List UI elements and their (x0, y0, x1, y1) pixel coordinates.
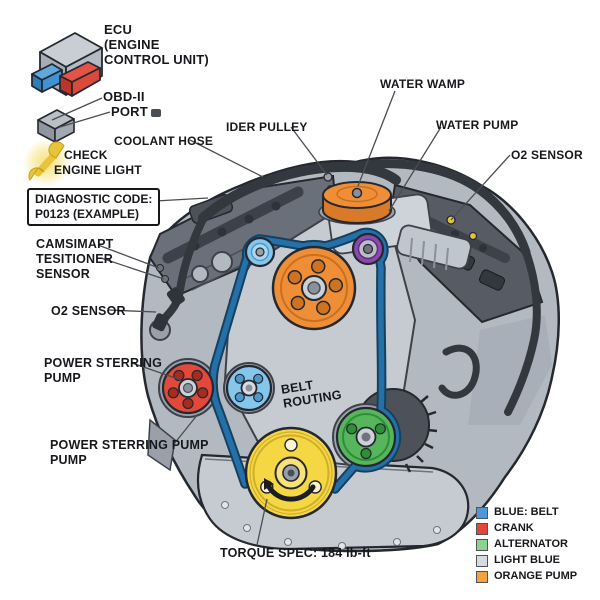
power-steering-label-2: POWER STERRING PUMP PUMP (50, 438, 209, 467)
idler-pulley-label: IDER PULLEY (226, 120, 308, 134)
idler-pulley-part (244, 236, 276, 268)
legend-item-belt: BLUE: BELT (476, 506, 577, 519)
coolant-hose-pipe (198, 161, 401, 223)
o2-hose (160, 211, 209, 323)
legend-swatch-crank (476, 522, 488, 535)
power-steering-pulley (161, 361, 215, 415)
legend-item-lightblue: LIGHT BLUE (476, 554, 577, 567)
water-pump-label: WATER PUMP (436, 118, 519, 132)
leader-cam-1 (97, 244, 160, 269)
leader-o2-right (450, 154, 511, 221)
legend: BLUE: BELT CRANK ALTERNATOR LIGHT BLUE O… (476, 506, 577, 586)
water-pump-cap (318, 181, 396, 225)
check-engine-light-icon (23, 139, 71, 187)
light-blue-pulley (225, 364, 273, 412)
ecu-icon (31, 32, 103, 97)
leader-obd-1 (51, 97, 103, 121)
torque-spec-label: TORQUE SPEC: 184 lb-ft (220, 546, 371, 560)
leader-lines (51, 90, 511, 546)
leader-torque (256, 498, 268, 546)
leader-ps-1 (131, 362, 182, 381)
legend-swatch-belt (476, 506, 488, 519)
o2-sensor-right-label: O2 SENSOR (511, 148, 583, 162)
leader-o2-left (107, 309, 157, 313)
legend-item-crank: CRANK (476, 522, 577, 535)
power-steering-label-1: POWER STERRING PUMP (44, 356, 163, 385)
ecu-label: ECU (ENGINE CONTROL UNIT) (104, 22, 209, 67)
ecu-line3: CONTROL UNIT) (104, 52, 209, 67)
leader-water-pump (388, 126, 442, 212)
leader-water-wamp (357, 90, 396, 187)
idler-target-bolt (323, 172, 333, 182)
legend-item-alternator: ALTERNATOR (476, 538, 577, 551)
leader-coolant-hose (189, 139, 264, 178)
o2-sensor-left-label: O2 SENSOR (51, 304, 126, 318)
rotation-arrow (266, 484, 316, 502)
legend-swatch-alternator (476, 538, 488, 551)
diagnostic-code-title: DIAGNOSTIC CODE: (35, 192, 153, 206)
legend-swatch-orangepump (476, 570, 488, 583)
ecu-line1: ECU (104, 22, 133, 37)
obd-line1: OBD-II (103, 89, 145, 104)
coolant-hose-label: COOLANT HOSE (114, 134, 214, 148)
diagnostic-code-value: P0123 (EXAMPLE) (35, 207, 140, 221)
leader-obd-2 (59, 111, 111, 128)
obd-label: OBD-II PORT (103, 89, 161, 119)
ecu-line2: (ENGINE (104, 37, 160, 52)
diagnostic-code-box: DIAGNOSTIC CODE: P0123 (EXAMPLE) (27, 188, 161, 226)
legend-swatch-lightblue (476, 554, 488, 567)
leader-ps-2 (173, 413, 199, 445)
serpentine-belt (208, 227, 402, 494)
check-engine-label: CHECK ENGINE LIGHT (54, 148, 142, 177)
water-wamp-label: WATER WAMP (380, 77, 466, 91)
pulleys (161, 232, 397, 520)
crank-pulley (244, 426, 338, 520)
port-icon (150, 108, 161, 117)
leader-idler (290, 126, 328, 176)
leader-cam-2 (100, 257, 165, 280)
cam-sensor-label: CAMSIMAPT TESITIONER SENSOR (36, 237, 114, 281)
hoses (152, 159, 541, 416)
obd-line2: PORT (111, 104, 161, 119)
alternator-pulley (335, 406, 397, 468)
obd-port-icon (37, 109, 75, 143)
tensioner-pulley (351, 232, 385, 266)
legend-item-orangepump: ORANGE PUMP (476, 570, 577, 583)
orange-pump-pulley (271, 245, 357, 331)
